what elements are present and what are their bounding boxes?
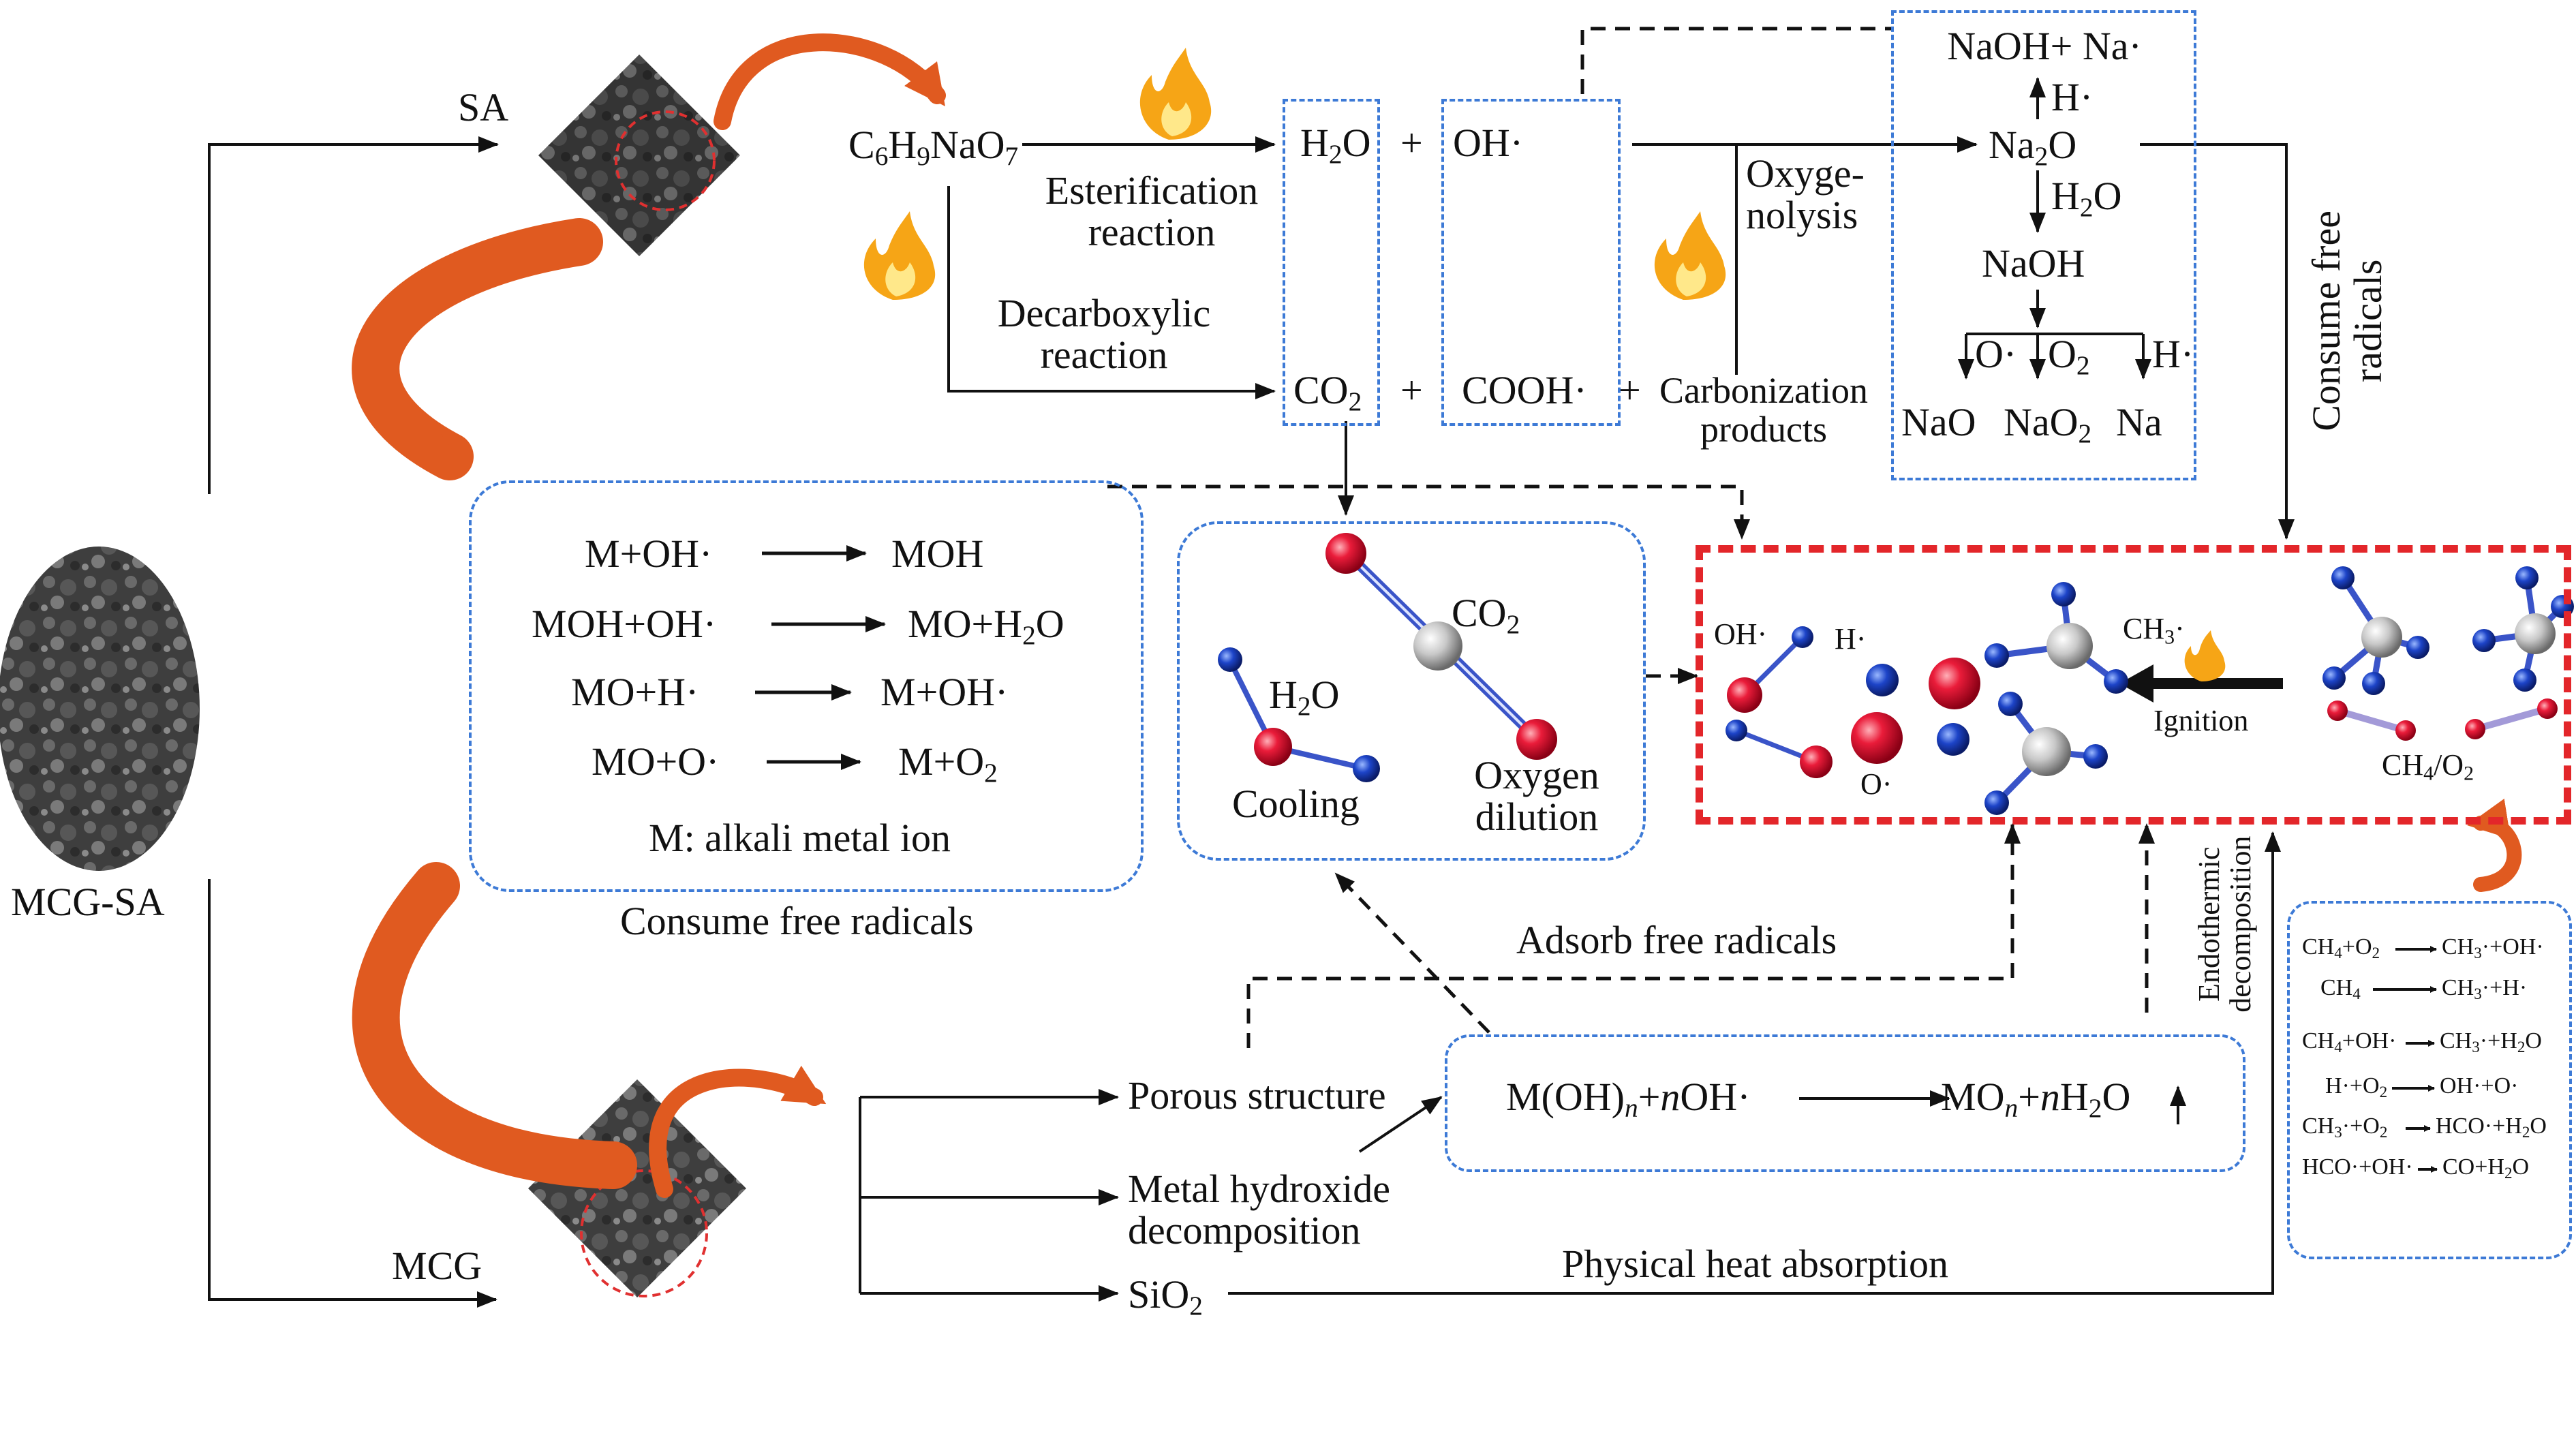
chain-reaction-6-left: HCO·+OH· xyxy=(2302,1154,2413,1180)
reaction-2-left: MOH+OH· xyxy=(532,602,717,646)
plus-sign: + xyxy=(1400,368,1423,412)
o-radical-label: O· xyxy=(1860,767,1892,801)
h-radical: H· xyxy=(2152,332,2194,376)
oh-radical: OH· xyxy=(1453,121,1524,165)
reaction-1-right: MOH xyxy=(891,532,984,576)
sodium-box xyxy=(1891,10,2196,480)
h-radical-label: H· xyxy=(1835,622,1867,656)
plus-sign: + xyxy=(1619,368,1641,412)
h2o-label: H2O xyxy=(1269,673,1340,721)
chain-reaction-3-right: CH3·+H2O xyxy=(2440,1028,2542,1056)
top-reaction-arrows xyxy=(947,77,2295,540)
bottom-arrows xyxy=(859,831,2281,1302)
hydroxide-reaction-left: M(OH)n+nOH· xyxy=(1506,1075,1751,1123)
nao2-formula: NaO2 xyxy=(2004,400,2092,448)
mcg-sem-image xyxy=(528,1079,746,1297)
radical-box xyxy=(1441,99,1621,426)
chain-reaction-1-right: CH3·+OH· xyxy=(2442,934,2544,962)
o-radical: O· xyxy=(1975,332,2017,376)
na2o-formula: Na2O xyxy=(1989,123,2077,171)
chain-reaction-4-left: H·+O2 xyxy=(2325,1073,2388,1101)
oxygenolysis-label: Oxyge-nolysis xyxy=(1746,151,1865,237)
reaction-4-right: M+O2 xyxy=(898,739,998,788)
chain-reaction-1-left: CH4+O2 xyxy=(2302,934,2380,962)
reactions-box xyxy=(469,480,1144,892)
ignition-arrow xyxy=(2119,664,2283,703)
ignition-label: Ignition xyxy=(2153,704,2249,737)
consume-free-radicals-caption: Consume free radicals xyxy=(620,899,974,943)
chain-reaction-4-right: OH·+O· xyxy=(2440,1073,2519,1098)
chain-reaction-2-left: CH4 xyxy=(2320,975,2361,1003)
chain-reaction-5-right: HCO·+H2O xyxy=(2436,1113,2547,1141)
sodium-alginate-formula: C6H9NaO7 xyxy=(848,123,1019,171)
hydroxide-reaction-right: MOn+nH2O xyxy=(1941,1075,2131,1123)
nao-formula: NaO xyxy=(1901,400,1976,444)
reaction-4-left: MO+O· xyxy=(592,739,720,784)
co2-label: CO2 xyxy=(1452,591,1520,639)
main-connectors xyxy=(208,136,499,1308)
water-co2-box xyxy=(1283,99,1380,426)
chain-reaction-5-left: CH3·+O2 xyxy=(2302,1113,2388,1141)
mcg-sa-sem-image xyxy=(0,547,200,871)
oh-radical-label: OH· xyxy=(1714,617,1768,651)
o2-molecule xyxy=(2327,701,2416,741)
o2-molecule xyxy=(2465,698,2558,739)
o2-formula: O2 xyxy=(2048,332,2090,380)
reaction-arrows xyxy=(755,545,886,770)
flame-icon xyxy=(1139,48,1212,140)
ch4-molecule xyxy=(2322,566,2429,695)
plus-sign: + xyxy=(1400,121,1423,165)
reaction-1-left: M+OH· xyxy=(585,532,713,576)
naoh-formula: NaOH xyxy=(1982,241,2085,286)
flame-icon xyxy=(1654,211,1726,300)
na-formula: Na xyxy=(2116,400,2162,444)
ch3-molecule xyxy=(1984,582,2128,694)
dashed-arrows xyxy=(1107,27,2155,1048)
adsorb-free-radicals-label: Adsorb free radicals xyxy=(1516,918,1837,962)
ch3-molecule xyxy=(1984,692,2108,815)
reaction-3-left: MO+H· xyxy=(571,670,699,714)
combustion-box xyxy=(1696,545,2571,825)
mcg-sa-label: MCG-SA xyxy=(11,880,165,924)
dilution-box xyxy=(1177,521,1646,861)
chain-reaction-3-left: CH4+OH· xyxy=(2302,1028,2397,1056)
porous-structure-label: Porous structure xyxy=(1128,1073,1386,1118)
sio2-label: SiO2 xyxy=(1128,1272,1203,1321)
chain-reactions-box xyxy=(2287,901,2572,1259)
h2o-molecule xyxy=(1218,647,1380,782)
orange-curved-arrows xyxy=(352,33,2522,1198)
ch4-o2-label: CH4/O2 xyxy=(2382,748,2474,785)
cooh-radical: COOH· xyxy=(1462,368,1587,412)
mcg-label: MCG xyxy=(392,1244,482,1288)
reaction-3-right: M+OH· xyxy=(880,670,1009,714)
chain-reaction-2-right: CH3·+H· xyxy=(2442,975,2528,1003)
naoh-na-label: NaOH+ Na· xyxy=(1947,24,2142,68)
ch3-radical-label: CH3· xyxy=(2123,612,2185,649)
sa-sem-image xyxy=(538,55,740,256)
hydroxide-box xyxy=(1445,1034,2245,1172)
alkali-note: M: alkali metal ion xyxy=(649,816,951,860)
radical-molecules xyxy=(1726,626,1980,778)
sa-label: SA xyxy=(458,85,509,129)
co2-molecule xyxy=(1325,533,1557,760)
reaction-2-right: MO+H2O xyxy=(908,602,1064,650)
h2o-formula: H2O xyxy=(2051,174,2122,222)
chain-reaction-6-right: CO+H2O xyxy=(2442,1154,2530,1182)
h2o-formula: H2O xyxy=(1300,121,1371,169)
h-radical: H· xyxy=(2051,75,2094,119)
co2-formula: CO2 xyxy=(1293,368,1362,416)
cooling-label: Cooling xyxy=(1232,782,1360,826)
chain-arrows xyxy=(2373,946,2438,1173)
physical-heat-label: Physical heat absorption xyxy=(1562,1242,1949,1286)
flame-icon xyxy=(2184,630,2226,681)
flame-icon xyxy=(863,211,936,300)
